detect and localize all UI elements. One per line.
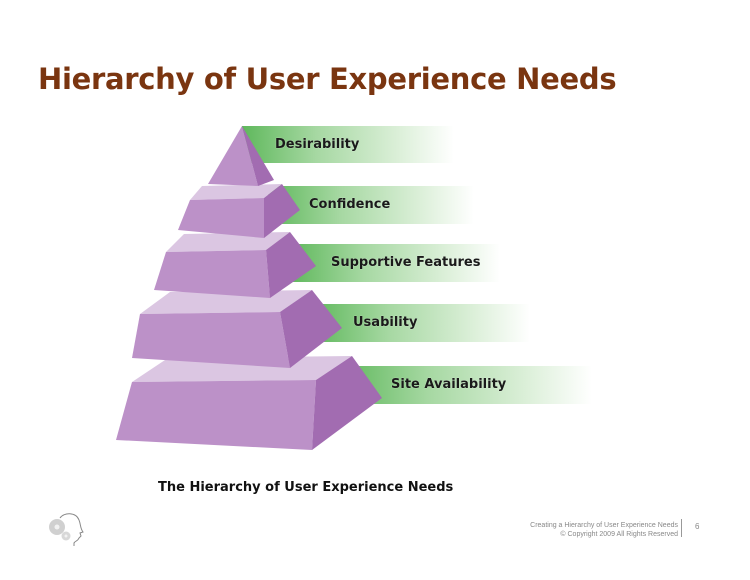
pyramid-tier-3 [154, 232, 316, 298]
footer-title: Creating a Hierarchy of User Experience … [530, 522, 678, 529]
level-label-usability: Usability [353, 315, 418, 330]
pyramid-tier-1 [208, 126, 274, 186]
band-desirability [242, 126, 454, 163]
pyramid-tier-2 [178, 184, 300, 238]
diagram-caption: The Hierarchy of User Experience Needs [158, 480, 454, 495]
slide-title: Hierarchy of User Experience Needs [38, 62, 617, 96]
level-label-confidence: Confidence [309, 197, 391, 212]
level-label-site-availability: Site Availability [391, 377, 507, 392]
page-number: 6 [695, 522, 700, 531]
pyramid-tier-4 [132, 290, 342, 368]
level-label-desirability: Desirability [275, 137, 360, 152]
footer-copyright: © Copyright 2009 All Rights Reserved [560, 531, 678, 538]
band-confidence [268, 186, 474, 224]
band-usability [312, 304, 530, 342]
band-site-availability [340, 366, 592, 404]
footer-divider [681, 519, 682, 537]
pyramid-tier-5 [116, 356, 382, 450]
level-label-supportive-features: Supportive Features [331, 255, 481, 270]
band-supportive-features [290, 244, 500, 282]
footer-text: Creating a Hierarchy of User Experience … [530, 521, 678, 539]
head-with-gears-icon [49, 513, 84, 546]
